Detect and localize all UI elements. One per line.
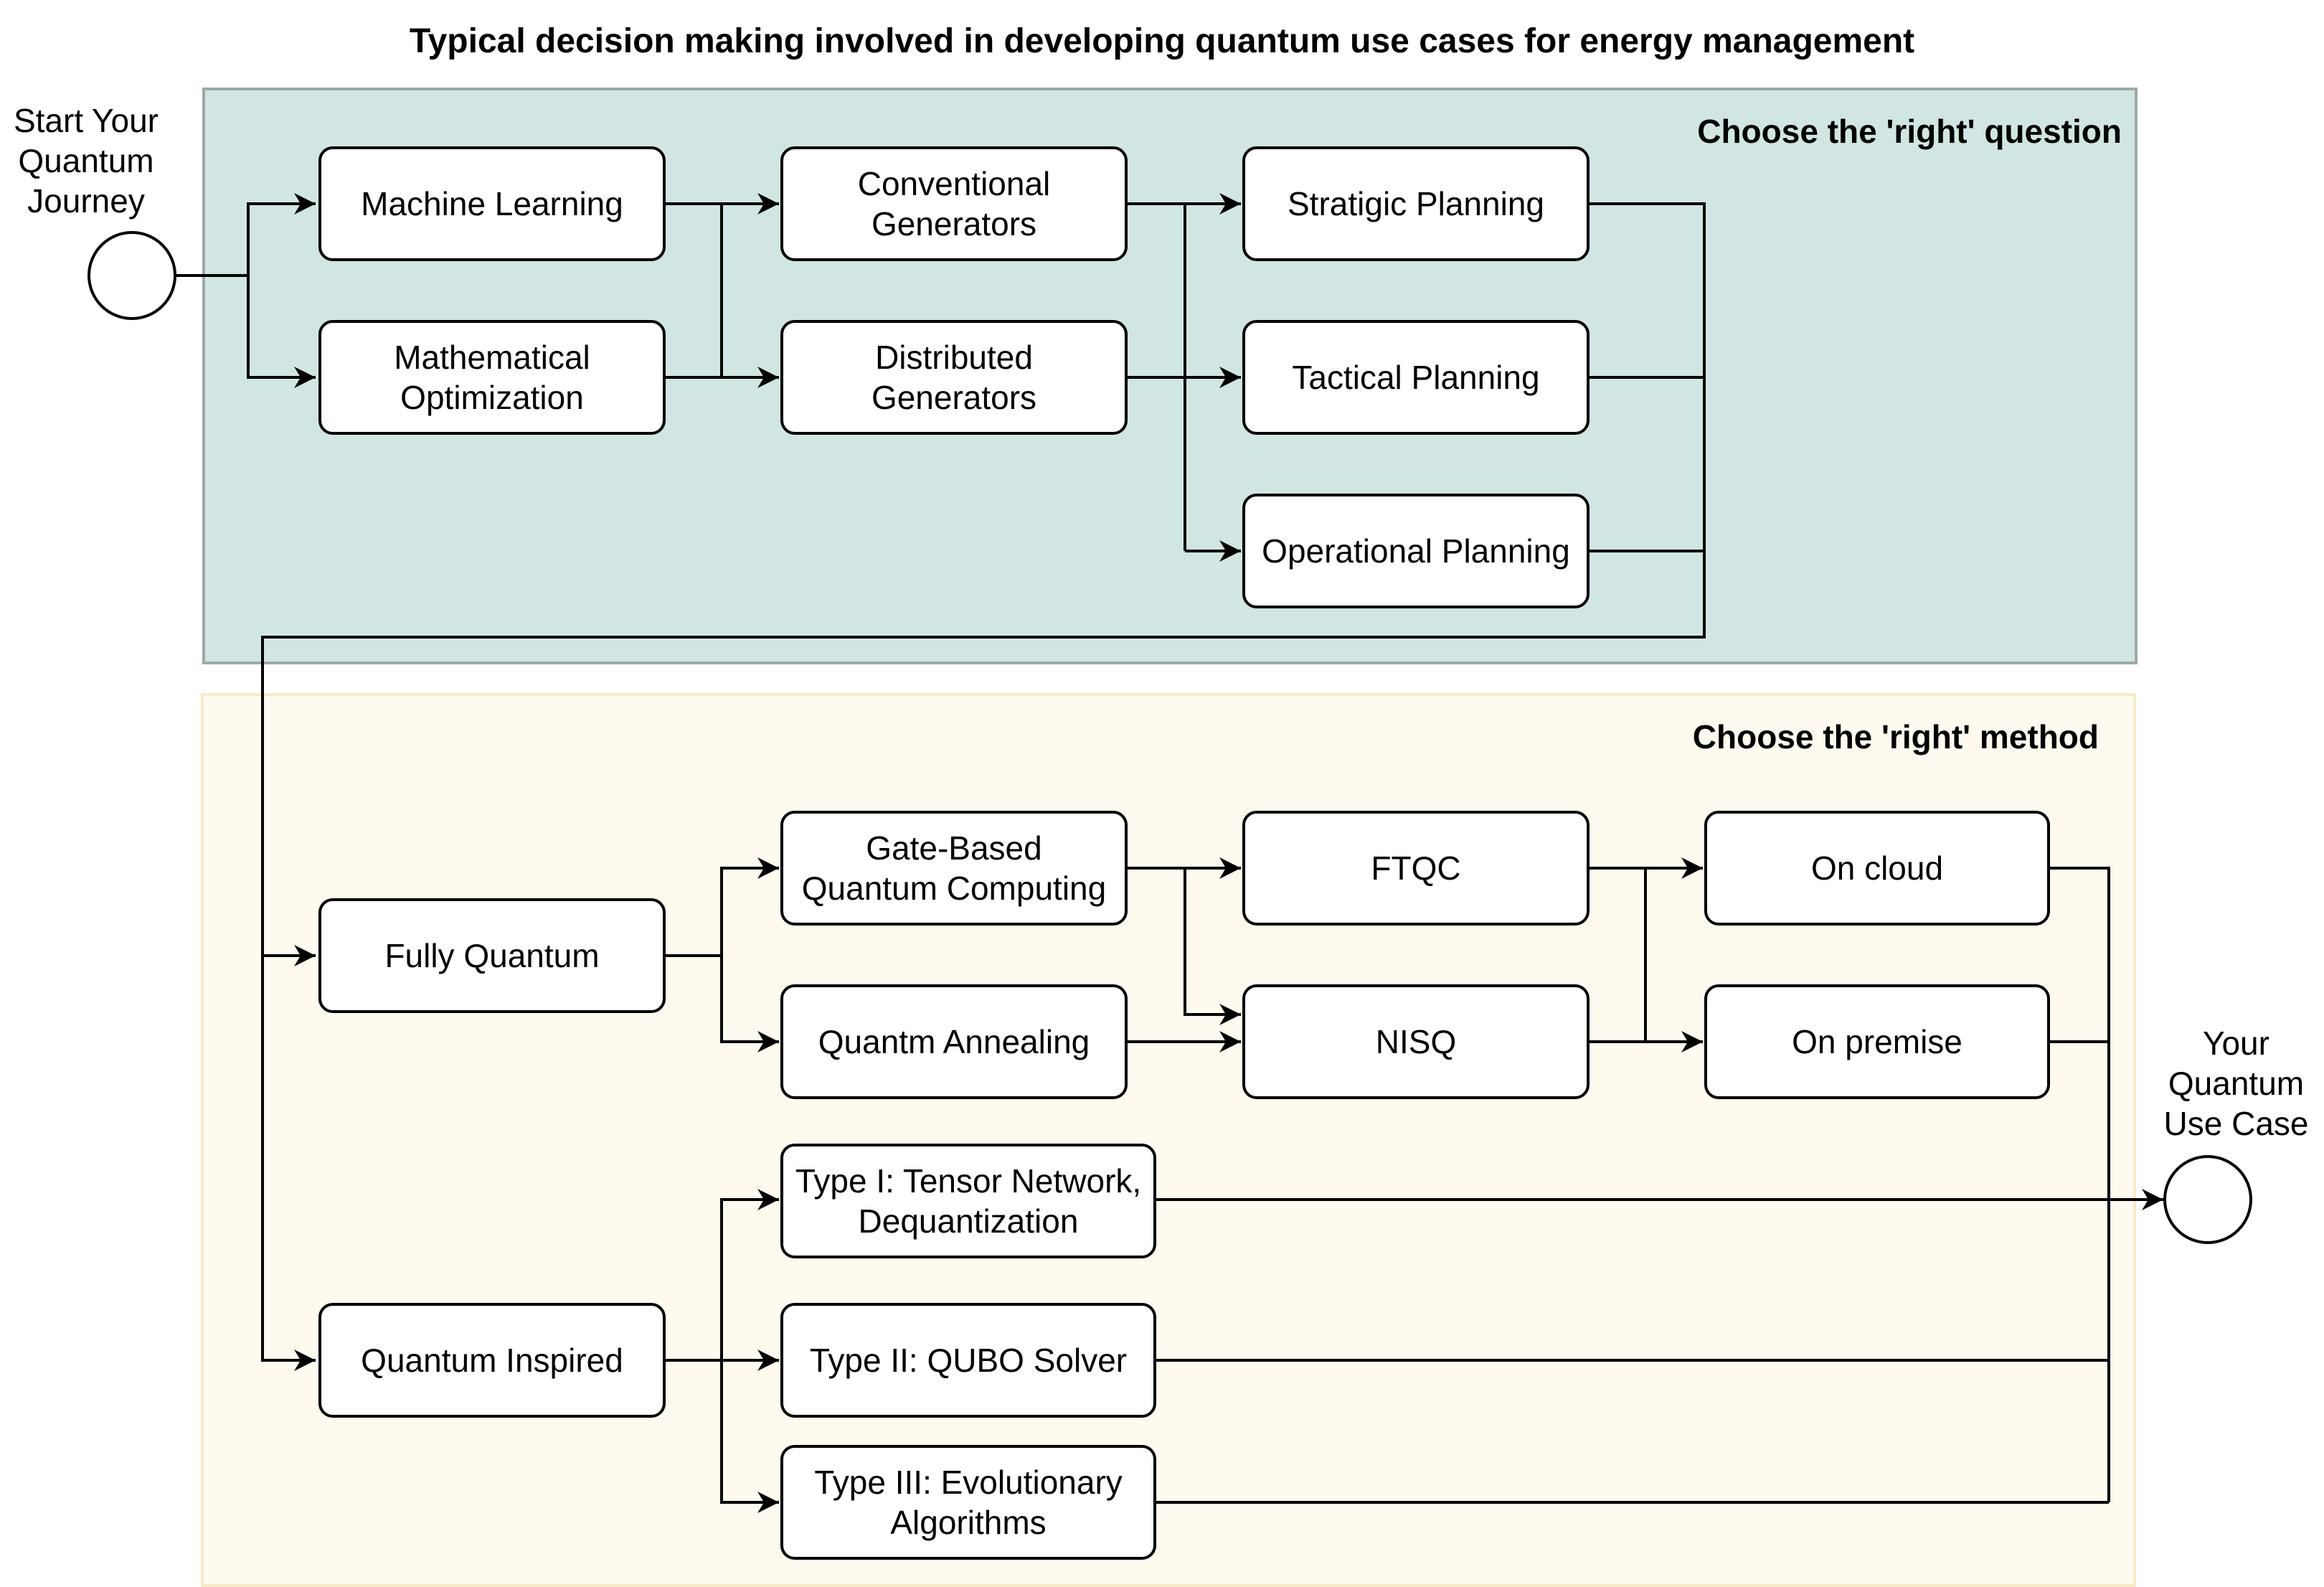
connector-fully-quantum bbox=[720, 956, 779, 1052]
type1-node[interactable]: Type I: Tensor Network, Dequantization bbox=[780, 1144, 1156, 1258]
connector-fully-quantum bbox=[666, 857, 779, 957]
start-label: Start Your Quantum Journey bbox=[13, 102, 159, 220]
machine-learning-node[interactable]: Machine Learning bbox=[318, 146, 666, 261]
connector-gate bbox=[1184, 868, 1241, 1025]
quantum-annealing-node[interactable]: Quantm Annealing bbox=[780, 984, 1128, 1099]
fully-quantum-node[interactable]: Fully Quantum bbox=[318, 898, 666, 1013]
connector-inspired bbox=[720, 1189, 779, 1360]
type2-node[interactable]: Type II: QUBO Solver bbox=[780, 1303, 1156, 1418]
on-cloud-node[interactable]: On cloud bbox=[1704, 811, 2050, 926]
type3-node[interactable]: Type III: Evolutionary Algorithms bbox=[780, 1445, 1156, 1560]
quantum-inspired-node[interactable]: Quantum Inspired bbox=[318, 1303, 666, 1418]
start-node bbox=[88, 231, 176, 320]
diagram-title: Typical decision making involved in deve… bbox=[409, 22, 1915, 60]
mathematical-optimization-node[interactable]: Mathematical Optimization bbox=[318, 320, 666, 435]
connector-planning bbox=[261, 202, 1706, 966]
on-premise-node[interactable]: On premise bbox=[1704, 984, 2050, 1099]
connector-ml bbox=[666, 202, 723, 377]
method-panel-label: Choose the 'right' method bbox=[1692, 718, 2099, 755]
distributed-generators-node[interactable]: Distributed Generators bbox=[780, 320, 1128, 435]
operational-planning-node[interactable]: Operational Planning bbox=[1242, 494, 1590, 608]
end-node bbox=[2163, 1155, 2252, 1244]
question-panel-label: Choose the 'right' question bbox=[1697, 113, 2122, 150]
gate-based-node[interactable]: Gate-Based Quantum Computing bbox=[780, 811, 1128, 926]
conventional-generators-node[interactable]: Conventional Generators bbox=[780, 146, 1128, 261]
end-label: Your Quantum Use Case bbox=[2163, 1025, 2309, 1142]
connector-to-inspired bbox=[261, 956, 316, 1371]
connector-start bbox=[176, 193, 316, 277]
tactical-planning-node[interactable]: Tactical Planning bbox=[1242, 320, 1590, 435]
strategic-planning-node[interactable]: Stratigic Planning bbox=[1242, 146, 1590, 261]
connector-ftqc bbox=[1590, 867, 1647, 1042]
connector-start bbox=[247, 276, 316, 388]
connector-cloud bbox=[2050, 867, 2110, 1502]
nisq-node[interactable]: NISQ bbox=[1242, 984, 1590, 1099]
ftqc-node[interactable]: FTQC bbox=[1242, 811, 1590, 926]
connector-inspired bbox=[720, 1360, 779, 1513]
